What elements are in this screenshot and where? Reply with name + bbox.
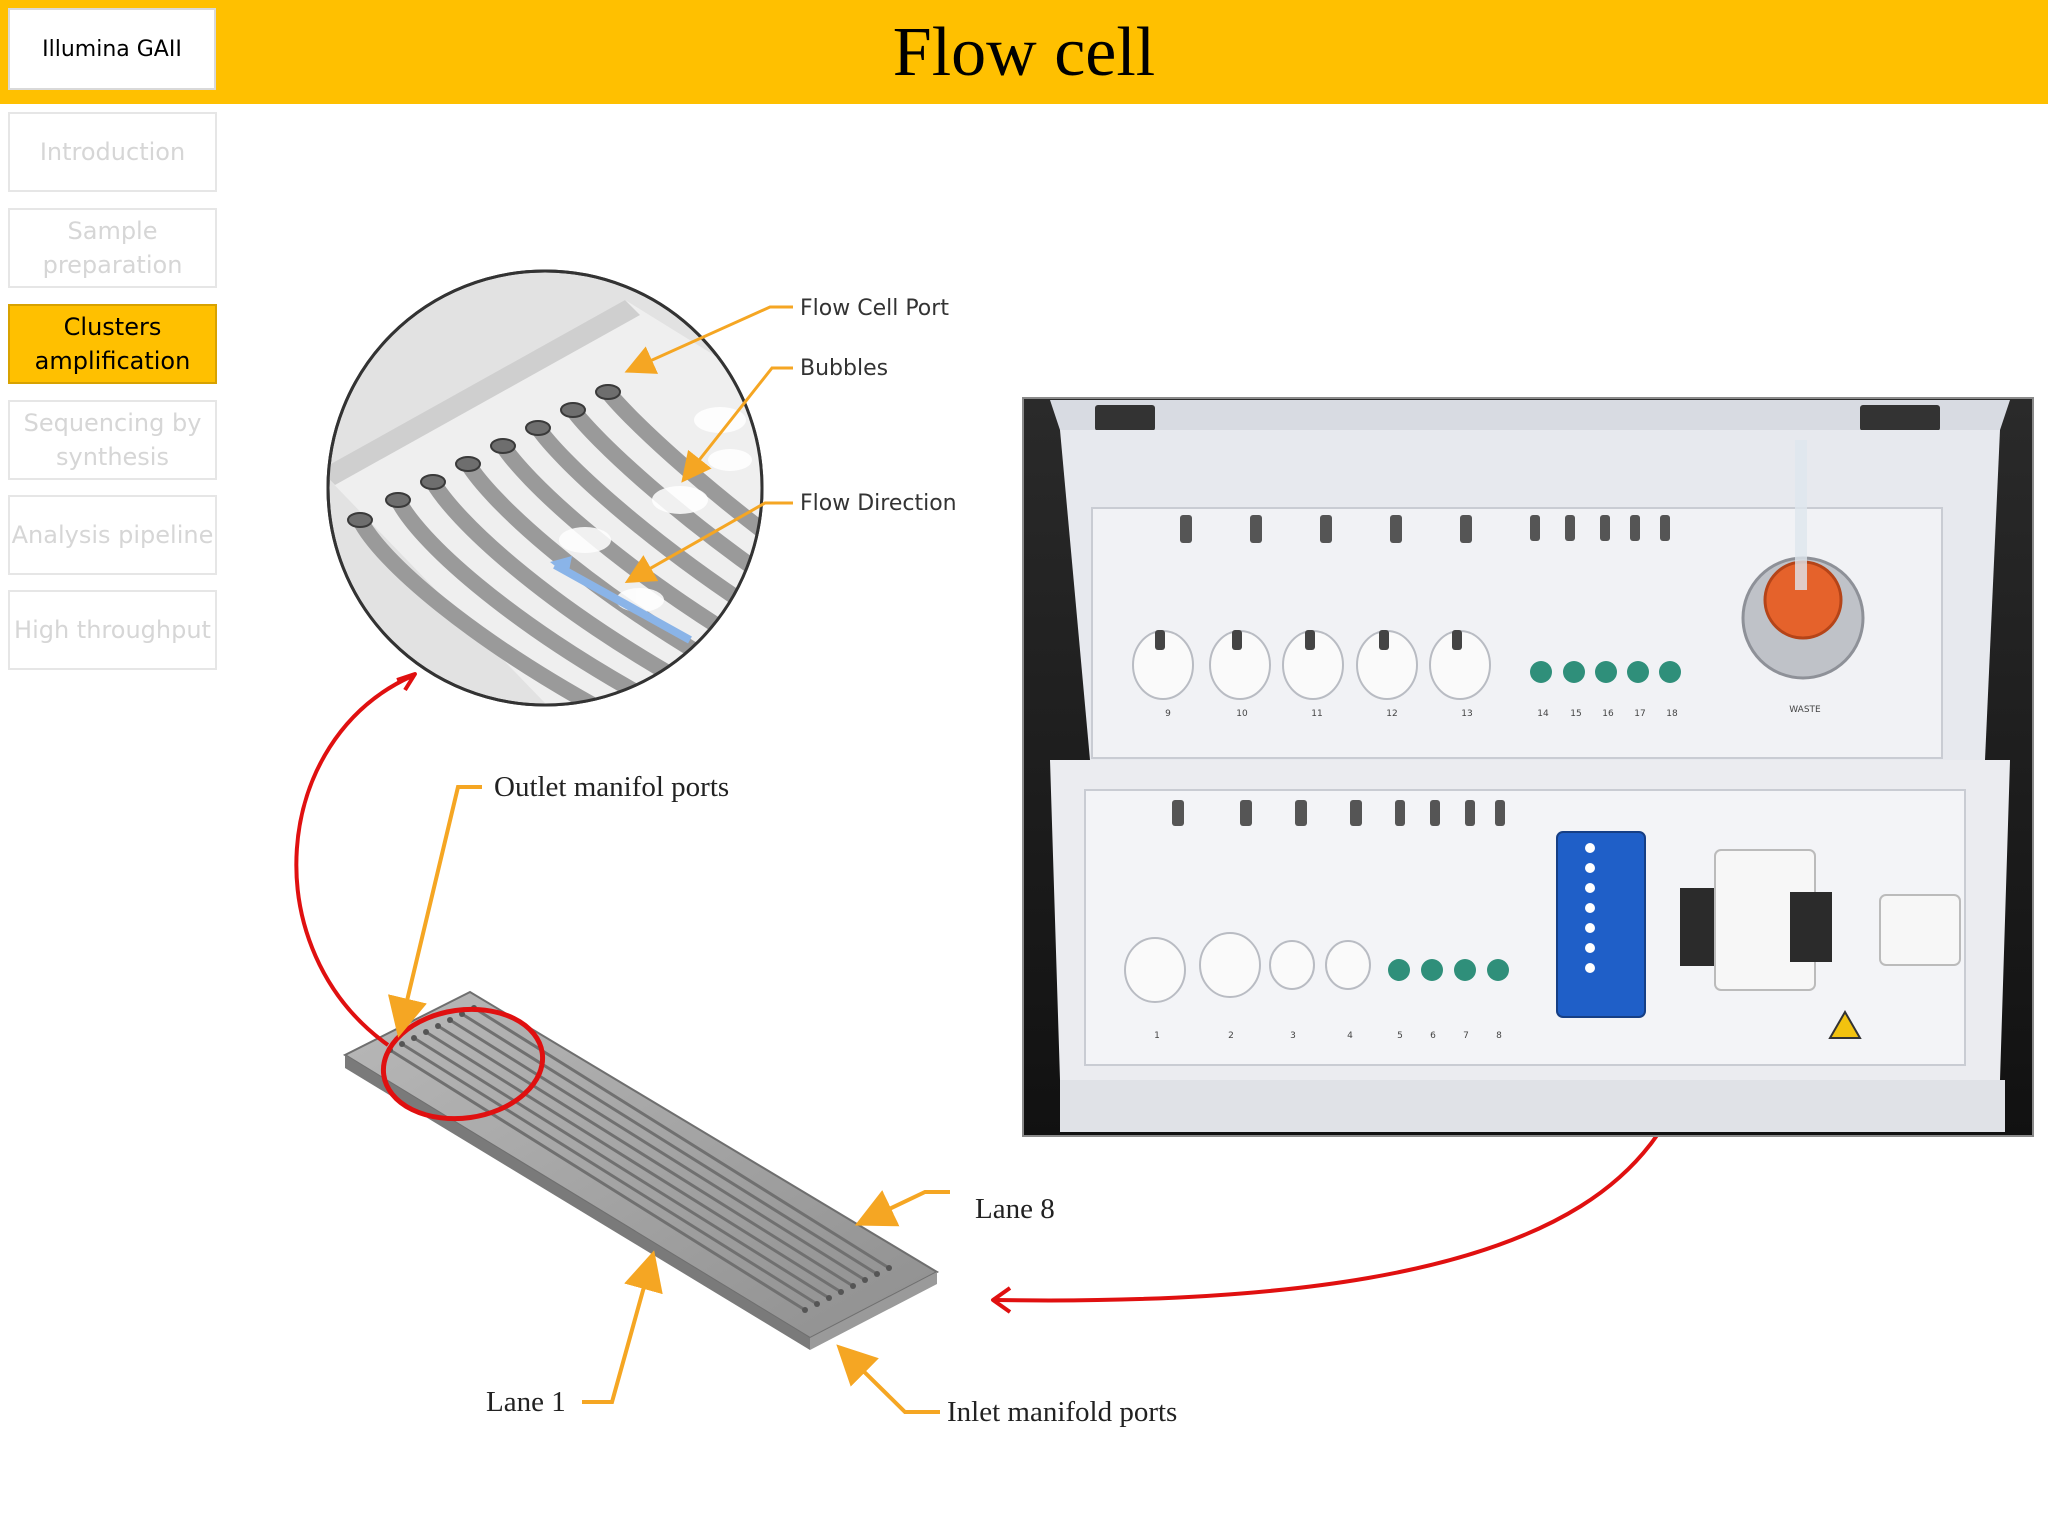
label-lane-8: Lane 8 [975,1193,1055,1225]
nav-item-introduction[interactable]: Introduction [8,112,217,192]
nav-item-high-throughput[interactable]: High throughput [8,590,217,670]
bottle-number: 18 [1666,709,1678,719]
bottle-number: 12 [1386,709,1397,719]
header-band [0,0,2048,104]
nav-item-label: Clusters amplification [34,313,191,375]
label-inlet-ports: Inlet manifold ports [947,1396,1177,1428]
bottle-number: 13 [1461,709,1472,719]
bottle-number: 3 [1290,1031,1296,1041]
instrument-photo: 9 10 11 12 13 14 15 16 17 18 WASTE 1 2 3… [1022,397,2034,1137]
course-label: Illumina GAII [8,8,216,90]
nav-item-label: Introduction [39,138,186,166]
label-flow-direction: Flow Direction [800,491,957,516]
label-flow-cell-port: Flow Cell Port [800,296,949,321]
nav-item-label: Analysis pipeline [11,521,214,549]
nav-item-analysis-pipeline[interactable]: Analysis pipeline [8,495,217,575]
bottle-number: 16 [1602,709,1614,719]
nav-item-label: Sample preparation [42,217,183,279]
bottle-number: 2 [1228,1031,1234,1041]
nav-item-clusters-amplification[interactable]: Clusters amplification [8,304,217,384]
highlight-ellipse [380,1006,546,1122]
waste-label: WASTE [1789,705,1821,715]
bottle-number: 11 [1311,709,1322,719]
nav-item-label: Sequencing by synthesis [23,409,202,471]
bottle-number: 5 [1397,1031,1403,1041]
bottle-number: 10 [1236,709,1248,719]
bottle-number: 17 [1634,709,1645,719]
zoom-callout: Flow Cell Port Bubbles Flow Direction [326,269,957,707]
bottle-number: 6 [1430,1031,1436,1041]
bottle-number: 15 [1570,709,1581,719]
bottle-number: 4 [1347,1031,1353,1041]
bottle-number: 8 [1496,1031,1502,1041]
bottle-number: 14 [1537,709,1549,719]
flow-cell-plate: Outlet manifol ports Lane 8 Lane 1 Inlet… [342,771,1177,1428]
nav-item-sequencing-by-synthesis[interactable]: Sequencing by synthesis [8,400,217,480]
nav-item-label: High throughput [14,616,211,644]
page-title: Flow cell [892,14,1156,91]
label-lane-1: Lane 1 [486,1386,566,1418]
nav-item-sample-preparation[interactable]: Sample preparation [8,208,217,288]
bottle-number: 7 [1463,1031,1469,1041]
label-bubbles: Bubbles [800,356,888,381]
label-outlet-ports: Outlet manifol ports [494,771,729,803]
bottle-number: 1 [1154,1031,1160,1041]
bottle-number: 9 [1165,709,1171,719]
